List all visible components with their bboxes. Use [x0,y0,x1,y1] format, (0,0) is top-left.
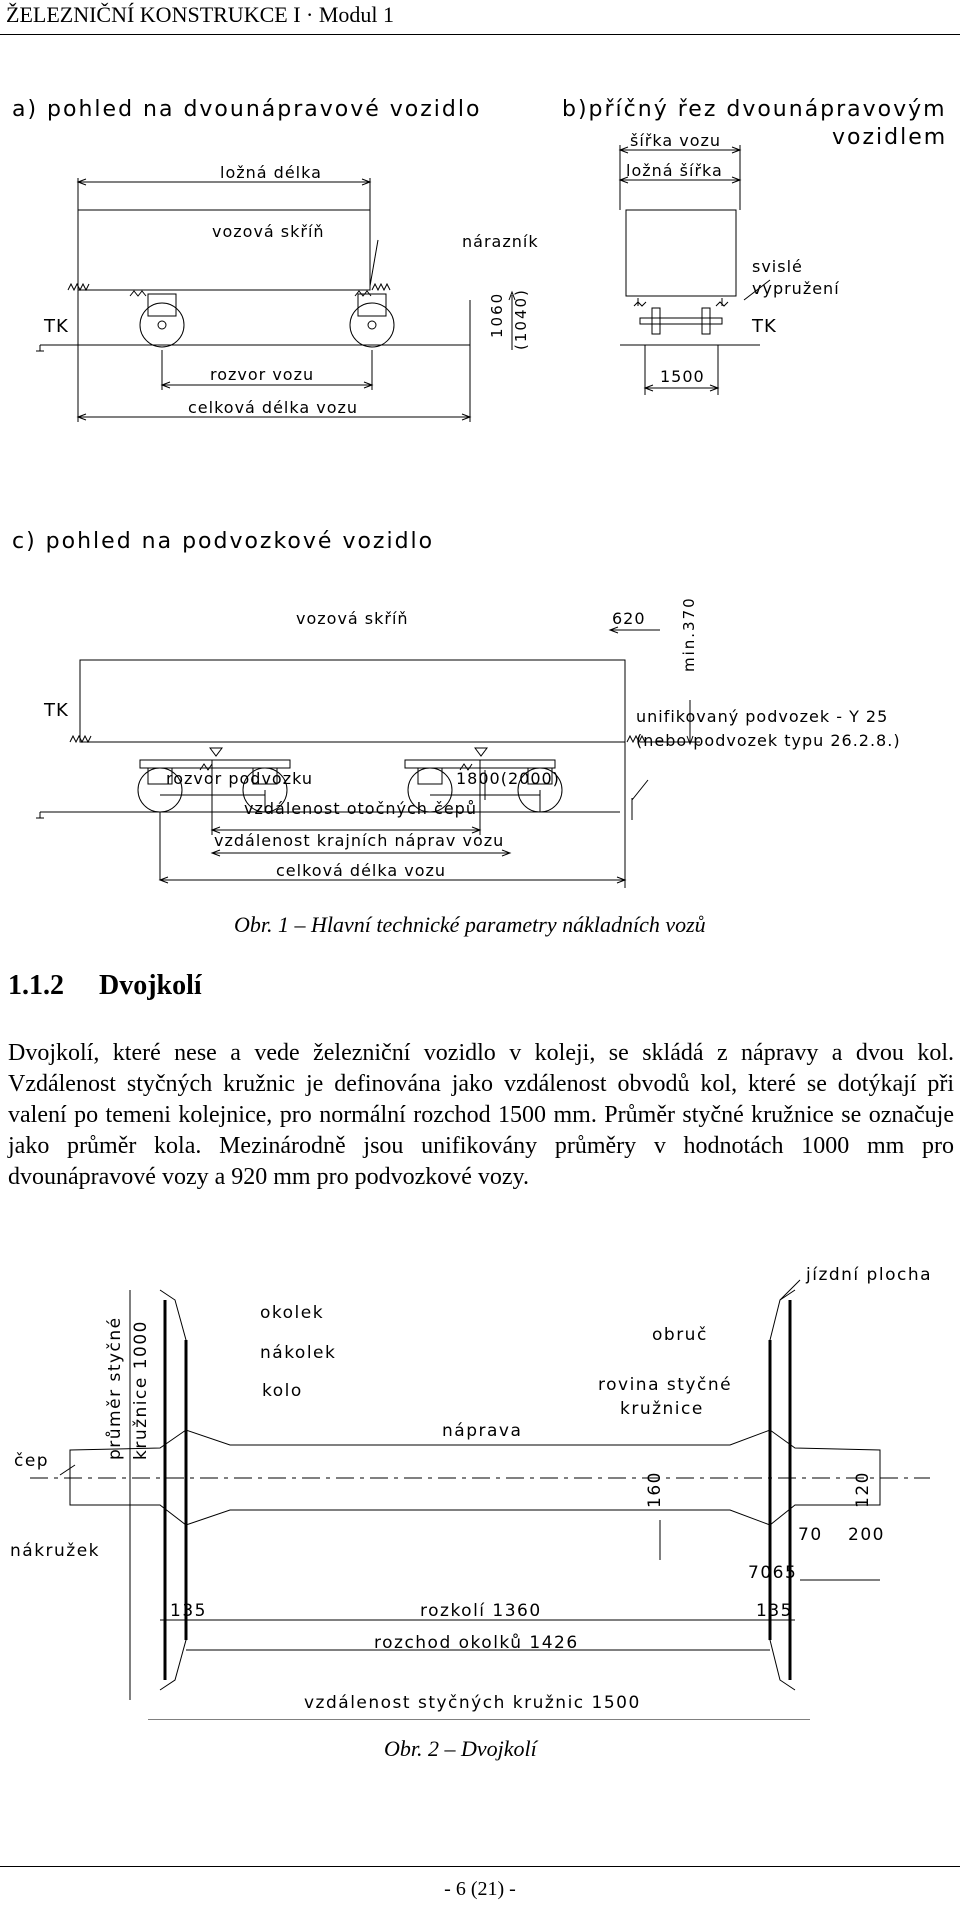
part-a-title: a) pohled na dvounápravové vozidlo [12,97,481,122]
label-vozova-skrin-c: vozová skříň [296,609,409,628]
label-naprava: náprava [442,1421,522,1441]
label-nakolek: nákolek [260,1343,336,1363]
buffer-c-left [69,734,92,744]
label-rozkoli: rozkolí 1360 [420,1601,542,1621]
label-tk-a: TK [43,316,69,337]
label-kolo: kolo [262,1381,303,1401]
label-160: 160 [645,1471,665,1508]
label-podvozek-1: unifikovaný podvozek - Y 25 [636,707,888,726]
figure-2-caption: Obr. 2 – Dvojkolí [384,1736,537,1761]
label-okolek: okolek [260,1303,324,1323]
part-b-title-2: vozidlem [832,125,947,150]
label-nakruzek: nákružek [10,1541,100,1561]
car-body-a [77,209,371,291]
label-620: 620 [612,609,646,628]
label-styc: vzdálenost styčných kružnic 1500 [304,1693,641,1713]
label-svisle-2: vypružení [752,279,840,298]
axle-b [639,317,723,325]
label-7065: 7065 [748,1563,797,1583]
figure-1-caption: Obr. 1 – Hlavní technické parametry nákl… [234,912,706,937]
section-title: Dvojkolí [99,970,202,1001]
label-prumer-1: průměr styčné [105,1316,125,1460]
part-b-title-1: b)příčný řez dvounápravovým [562,97,947,122]
label-rozvor: rozvor vozu [210,365,314,384]
header-rule [0,34,960,35]
part-c-title: c) pohled na podvozkové vozidlo [12,529,434,554]
label-1040: (1040) [512,288,530,350]
figure-2-drawing: jízdní plocha okolek nákolek kolo obruč … [10,1265,932,1720]
label-rovina-2: kružnice [620,1399,704,1419]
wheel-a2 [349,302,395,348]
label-prumer-2: kružnice 1000 [131,1320,151,1460]
buffer-c-right [626,734,646,744]
label-rozchod: rozchod okolků 1426 [374,1633,579,1653]
car-body-c [79,659,626,743]
label-vozova-skrin-a: vozová skříň [212,222,325,241]
label-podvozek-2: (nebo podvozek typu 26.2.8.) [636,731,901,750]
label-obruc: obruč [652,1325,708,1345]
label-1060: 1060 [488,292,506,338]
label-naraznik: nárazník [462,232,539,251]
label-1800: 1800(2000) [456,769,560,788]
label-200: 200 [848,1525,885,1545]
label-cep: čep [14,1451,49,1471]
label-min370: min.370 [680,596,698,672]
label-120: 120 [853,1471,873,1508]
label-jizdni: jízdní plocha [805,1265,932,1285]
label-svisle-1: svislé [752,257,803,276]
body-paragraph: Dvojkolí, které nese a vede železniční v… [8,1040,954,1190]
label-lozna-sirka: ložná šířka [626,161,723,180]
label-celkova-a: celková délka vozu [188,398,358,417]
label-1500: 1500 [660,367,705,386]
label-krajnich: vzdálenost krajních náprav vozu [214,831,504,850]
bogie-1 [139,759,291,769]
car-body-b [625,209,737,297]
wheel-a1 [139,302,185,348]
label-rozvor-podvozku: rozvor podvozku [166,769,313,788]
label-70: 70 [798,1525,823,1545]
label-tk-b: TK [751,316,777,337]
section-heading: 1.1.2 Dvojkolí [8,970,202,1002]
label-135-right: 135 [756,1601,793,1621]
label-tk-c: TK [43,700,69,721]
section-number: 1.1.2 [8,970,64,1001]
bogie-2 [404,759,556,769]
label-otocnych: vzdálenost otočných čepů [244,799,477,818]
label-sirka: šířka vozu [630,131,721,150]
page-header: ŽELEZNIČNÍ KONSTRUKCE I · Modul 1 [6,2,395,27]
label-rovina-1: rovina styčné [598,1375,732,1395]
axle [69,1429,881,1526]
page-number: - 6 (21) - [444,1878,516,1900]
buffer-right [371,282,391,292]
figure-1-drawing: a) pohled na dvounápravové vozidlo b)pří… [12,97,947,888]
label-lozna-delka: ložná délka [220,163,322,182]
label-135-left: 135 [170,1601,207,1621]
footer-rule [0,1866,960,1867]
label-celkova-c: celková délka vozu [276,861,446,880]
buffer-left [67,282,90,292]
